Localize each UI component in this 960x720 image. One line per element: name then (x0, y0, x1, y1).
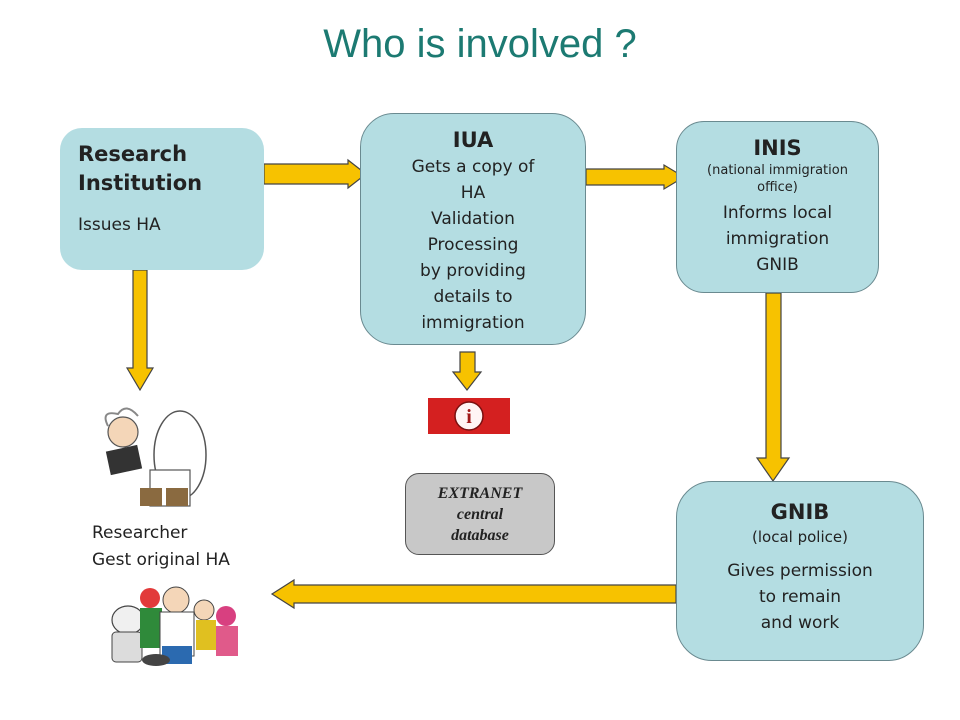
page-title: Who is involved ? (323, 22, 637, 66)
research-institution-heading: Research Institution (78, 142, 203, 195)
arrow-iua-to-info (451, 351, 483, 391)
arrow-ri-to-iua (263, 158, 367, 190)
iua-box: IUA Gets a copy of HA Validation Process… (360, 113, 586, 345)
iua-text: Gets a copy of HA Validation Processing … (411, 157, 535, 333)
research-institution-text: Issues HA (78, 215, 161, 235)
arrow-inis-to-gnib (755, 292, 791, 483)
gnib-heading: GNIB (770, 500, 830, 524)
family-figure (111, 586, 238, 666)
inis-heading: INIS (753, 136, 802, 160)
inis-subtext: (national immigration office) (707, 163, 848, 195)
research-institution-box: Research Institution Issues HA (60, 128, 264, 270)
gnib-box: GNIB (local police) Gives permission to … (676, 481, 924, 661)
arrow-gnib-to-researcher (270, 578, 677, 610)
inis-box: INIS (national immigration office) Infor… (676, 121, 879, 293)
info-icon: i (428, 398, 510, 434)
gnib-subtext: (local police) (752, 528, 848, 546)
iua-heading: IUA (452, 128, 494, 152)
svg-text:i: i (466, 406, 472, 428)
arrow-iua-to-inis (585, 163, 686, 191)
gnib-text: Gives permission to remain and work (727, 561, 873, 633)
extranet-database-box: EXTRANET central database (405, 473, 555, 555)
researcher-figure (104, 407, 207, 507)
arrow-ri-to-researcher (125, 269, 155, 392)
inis-text: Informs local immigration GNIB (722, 203, 833, 275)
researcher-caption: Researcher Gest original HA (92, 523, 230, 570)
